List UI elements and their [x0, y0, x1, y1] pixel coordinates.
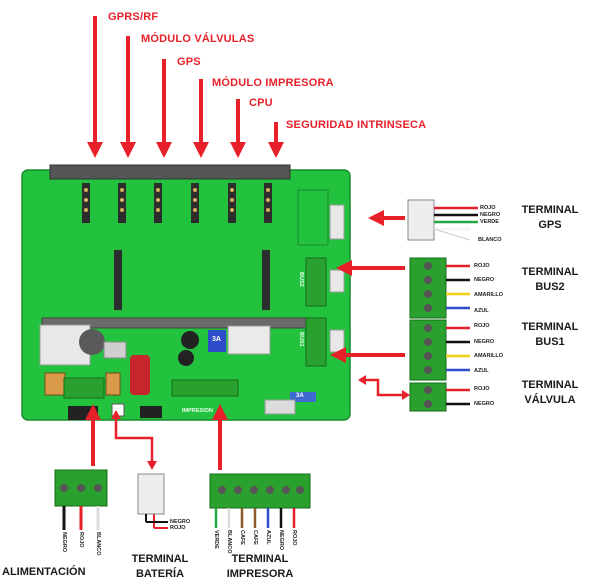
terminal-gps-title-line2: GPS [538, 219, 562, 231]
bus1-wire-azul: AZUL [474, 368, 489, 374]
label-seguridad-intrinseca: SEGURIDAD INTRINSECA [286, 119, 427, 131]
impresora-wire-cafe-1: CAFE [239, 530, 245, 545]
gps-wire-negro: NEGRO [480, 212, 501, 218]
right-arrows [330, 210, 405, 363]
terminal-bus2-title: TERMINAL BUS2 [516, 265, 584, 295]
terminal-impresora-title-line1: TERMINAL [231, 553, 289, 565]
alimentacion-wire-negro: NEGRO [61, 532, 67, 553]
terminal-bateria-title-line1: TERMINAL [131, 553, 189, 565]
impresora-wire-rojo: ROJO [291, 530, 297, 546]
gps-wire-rojo: ROJO [480, 205, 496, 211]
gps-wire-verde: VERDE [480, 219, 499, 225]
board-mark-fuse-b: 3A [296, 393, 304, 399]
terminal-bus1-title-line2: BUS1 [535, 336, 565, 348]
impresora-wire-negro: NEGRO [278, 530, 284, 551]
impresora-wire-verde: VERDE [213, 530, 219, 549]
impresora-connector [209, 473, 311, 528]
bus1-wire-negro: NEGRO [474, 339, 495, 345]
alimentacion-wire-blanco: BLANCO [95, 532, 101, 556]
impresora-wire-cafe-2: CAFE [252, 530, 258, 545]
pcb-board [21, 164, 351, 421]
arrow-bateria [114, 418, 154, 462]
valvula-wire-rojo: ROJO [474, 386, 490, 392]
impresora-wire-azul: AZUL [265, 530, 271, 545]
label-gps: GPS [177, 56, 201, 68]
alimentacion-connector [54, 469, 108, 530]
valvula-wire-negro: NEGRO [474, 401, 495, 407]
terminal-impresora-title-line2: IMPRESORA [226, 568, 294, 580]
valvula-connector [409, 382, 470, 412]
gps-wire-blanco: BLANCO [478, 237, 502, 243]
bus2-wire-negro: NEGRO [474, 277, 495, 283]
label-gprs-rf: GPRS/RF [108, 11, 159, 23]
bus1-wire-amarillo: AMARILLO [474, 353, 504, 359]
terminal-valvula-title: TERMINAL VÁLVULA [514, 378, 586, 408]
board-mark-bus1: BUS1 [298, 332, 304, 347]
terminal-bateria-title: TERMINAL BATERÍA [128, 552, 192, 582]
terminal-valvula-title-line2: VÁLVULA [524, 394, 576, 406]
terminal-bus2-title-line2: BUS2 [535, 281, 565, 293]
label-cpu: CPU [249, 97, 273, 109]
terminal-gps-title-line1: TERMINAL [521, 204, 579, 216]
label-modulo-valvulas: MÓDULO VÁLVULAS [141, 33, 255, 45]
board-mark-bus2: BUS2 [298, 272, 304, 287]
terminal-valvula-title-line1: TERMINAL [521, 379, 579, 391]
bus2-wire-amarillo: AMARILLO [474, 292, 504, 298]
bateria-wire-negro: NEGRO [170, 519, 191, 525]
bus2-connector [409, 257, 470, 319]
gps-connector [407, 199, 478, 241]
arrow-valvula-terminal [358, 375, 410, 400]
bus1-wire-rojo: ROJO [474, 323, 490, 329]
terminal-bus1-title-line1: TERMINAL [521, 321, 579, 333]
terminal-impresora-title: TERMINAL IMPRESORA [222, 552, 298, 582]
label-modulo-impresora: MÓDULO IMPRESORA [212, 77, 334, 89]
bottom-arrows [85, 404, 228, 470]
terminal-bateria-title-line2: BATERÍA [135, 568, 185, 580]
bus2-wire-azul: AZUL [474, 308, 489, 314]
terminal-bus2-title-line1: TERMINAL [521, 266, 579, 278]
alimentacion-wire-rojo: ROJO [78, 532, 84, 548]
terminal-bus1-title: TERMINAL BUS1 [516, 320, 584, 350]
board-mark-fuse-a: 3A [212, 336, 221, 343]
terminal-alimentacion-title: ALIMENTACIÓN [2, 566, 86, 578]
bus1-connector [409, 319, 470, 381]
board-mark-impresion: IMPRESION [182, 408, 213, 414]
impresora-wire-blanco: BLANCO [226, 530, 232, 554]
bateria-connector [137, 473, 168, 529]
bus2-wire-rojo: ROJO [474, 263, 490, 269]
bateria-wire-rojo: ROJO [170, 525, 186, 531]
terminal-gps-title: TERMINAL GPS [518, 203, 582, 233]
top-arrows [87, 16, 284, 158]
